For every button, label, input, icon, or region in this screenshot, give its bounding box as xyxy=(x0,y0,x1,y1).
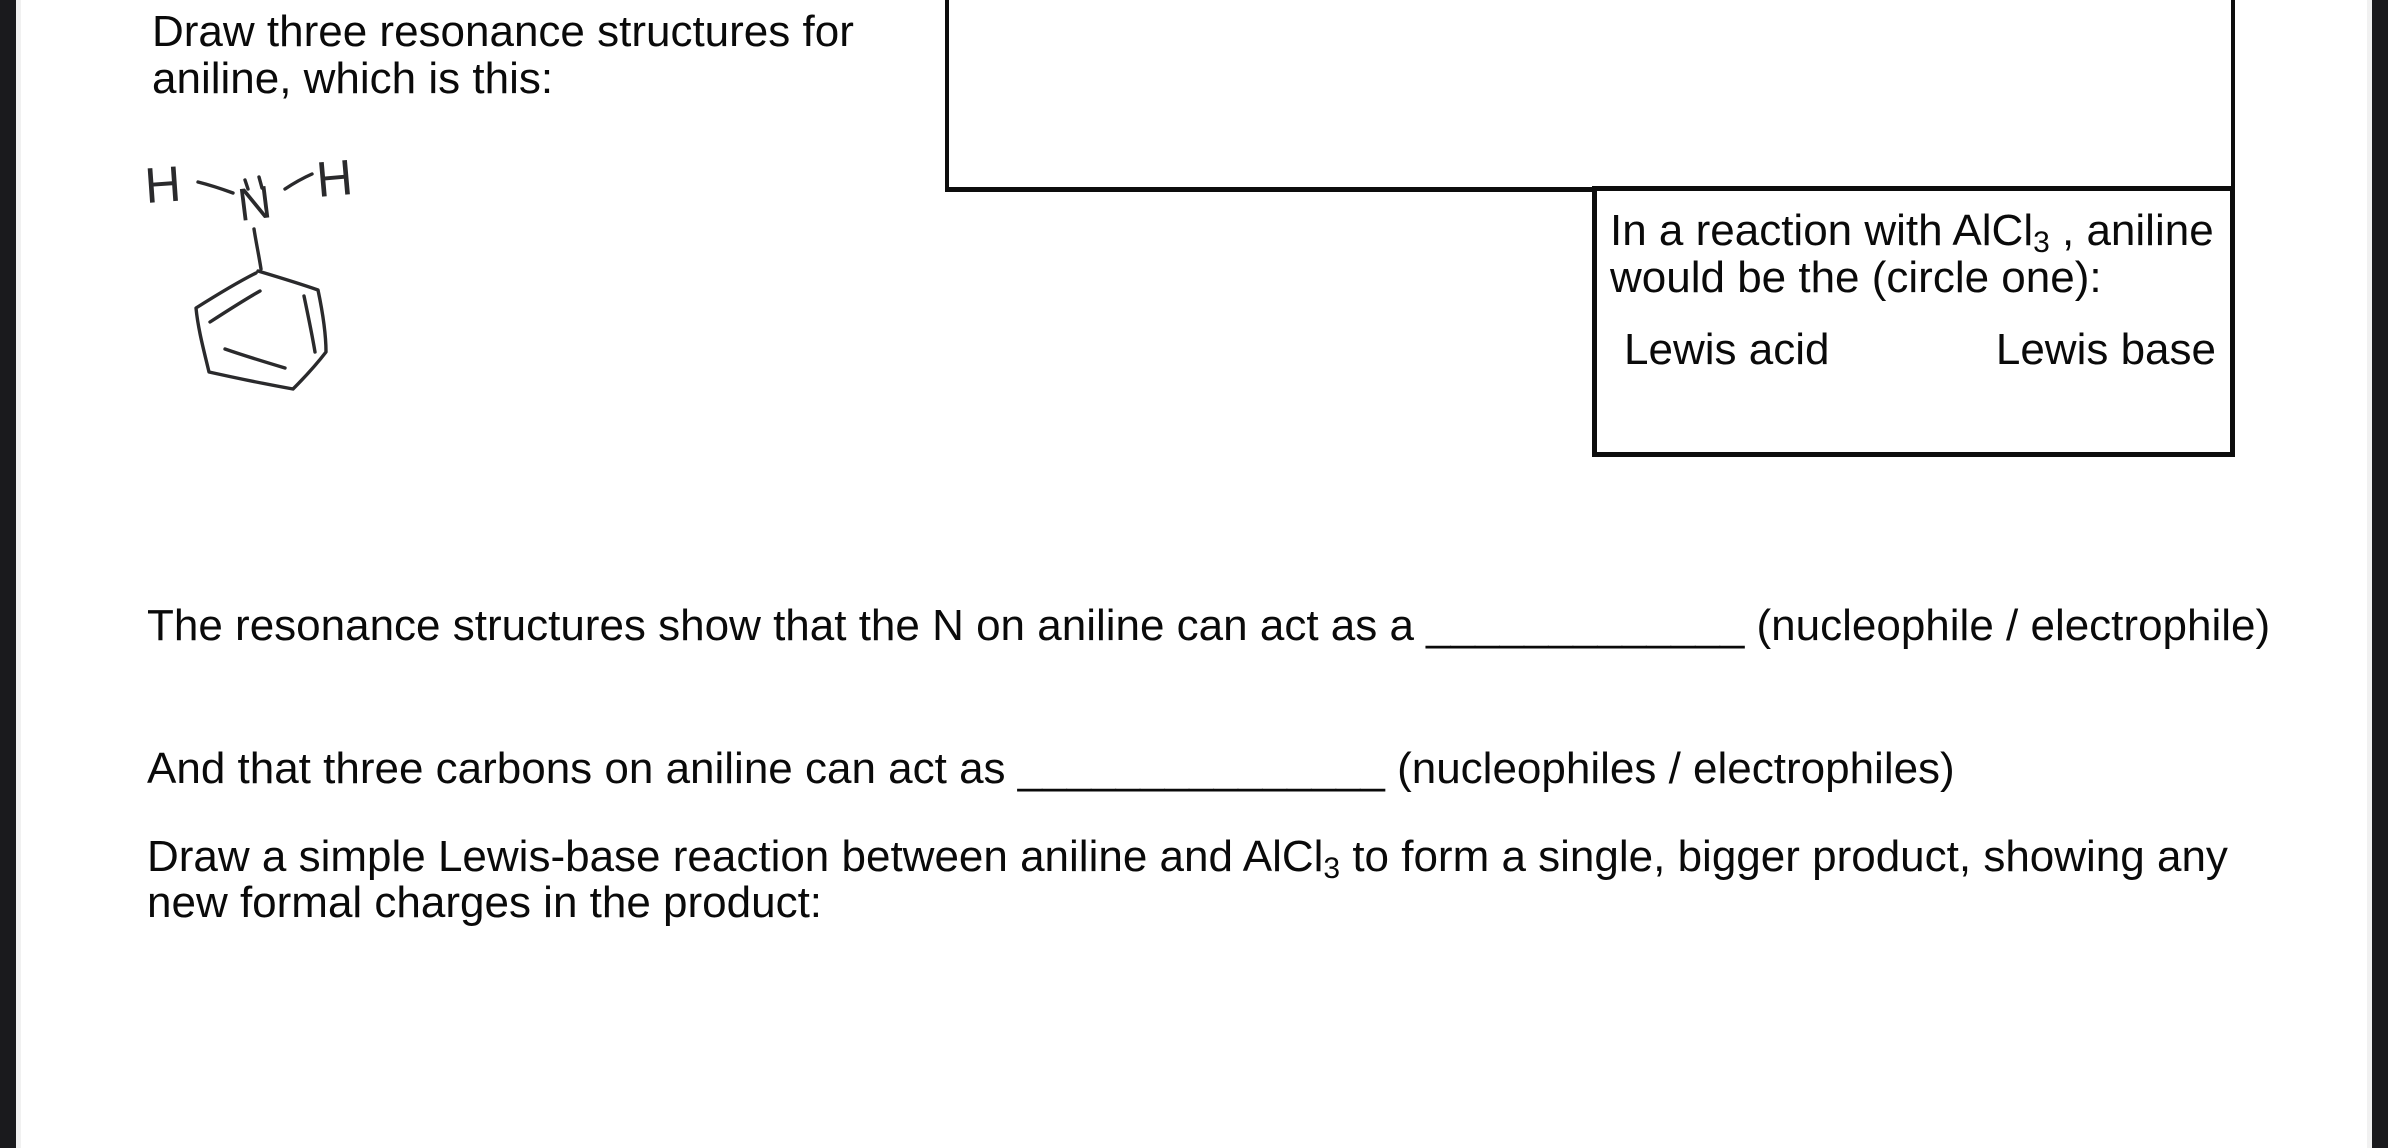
left-edge-seam xyxy=(16,0,21,1148)
subscript-3: 3 xyxy=(1323,852,1341,885)
lewis-base-option[interactable]: Lewis base xyxy=(1995,325,2216,374)
double-bond-1 xyxy=(208,289,262,324)
question-header-line1: Draw three resonance structures for xyxy=(152,7,854,56)
circle-one-options: Lewis acid Lewis base xyxy=(1610,326,2222,373)
aniline-structure-sketch: H N H xyxy=(143,149,355,391)
prompt-line2: new formal charges in the product: xyxy=(147,878,823,927)
lewis-acid-option[interactable]: Lewis acid xyxy=(1624,325,1830,374)
prompt-line1: Draw a simple Lewis-base reaction betwee… xyxy=(147,832,2228,885)
alcl3-question-box: In a reaction with AlCl3 , aniline would… xyxy=(1592,186,2235,457)
lewis-base-reaction-prompt: Draw a simple Lewis-base reaction betwee… xyxy=(147,834,2228,926)
bond-hn-left xyxy=(196,180,235,195)
bond-n-ring xyxy=(252,227,263,271)
atom-label-h-left: H xyxy=(143,156,183,214)
right-edge-strip xyxy=(2372,0,2388,1148)
left-edge-strip xyxy=(0,0,16,1148)
double-bond-3 xyxy=(223,347,287,370)
lone-pair-tick-2 xyxy=(257,175,264,190)
right-edge-seam xyxy=(2367,0,2372,1148)
double-bond-2 xyxy=(302,294,317,354)
benzene-ring xyxy=(194,269,328,391)
answer-blank-1[interactable]: _____________ xyxy=(1426,601,1745,650)
alcl3-question-line1: In a reaction with AlCl3 , aniline xyxy=(1610,206,2214,259)
atom-label-n: N xyxy=(235,175,274,231)
lone-pair-tick-1 xyxy=(243,178,250,191)
question-header-line2: aniline, which is this: xyxy=(152,54,554,103)
alcl3-question-line2: would be the (circle one): xyxy=(1610,253,2102,302)
bond-nh-right xyxy=(283,172,314,191)
fill-in-line-nucleophile: The resonance structures show that the N… xyxy=(147,601,2271,650)
question-header: Draw three resonance structures for anil… xyxy=(152,8,854,102)
subscript-3: 3 xyxy=(2033,226,2050,259)
atom-label-h-right: H xyxy=(314,149,355,208)
fill-in-line-electrophiles: And that three carbons on aniline can ac… xyxy=(147,744,1955,793)
resonance-answer-box[interactable] xyxy=(945,0,2235,192)
answer-blank-2[interactable]: _______________ xyxy=(1017,744,1385,793)
